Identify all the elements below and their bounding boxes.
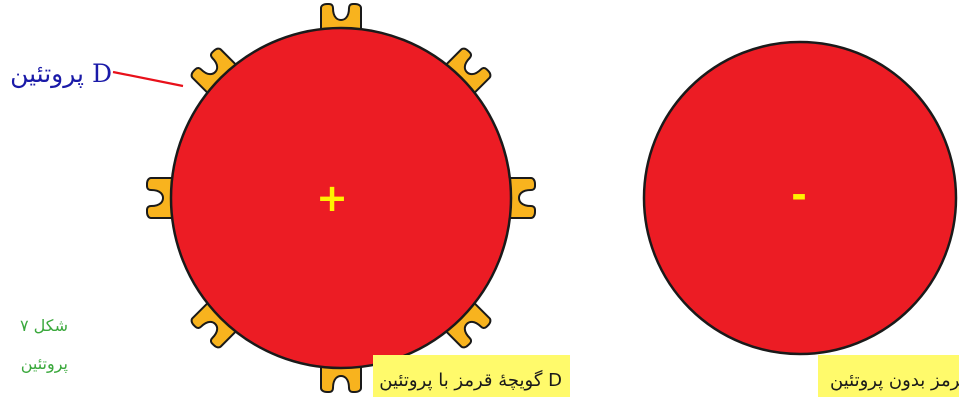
figure-number-caption: شکل ۷ (20, 316, 68, 335)
rh-negative-sign: - (791, 173, 807, 217)
rh-positive-sign: + (316, 176, 348, 220)
left-cell-caption: گویچهٔ قرمز با پروتئین D (379, 369, 562, 391)
protein-pointer-line (113, 72, 183, 86)
protein-d-label: پروتئین D (10, 59, 112, 89)
right-cell-caption: گویچهٔ قرمز بدون پروتئین D (830, 369, 959, 391)
figure-caption-fragment: پروتئین (21, 354, 68, 374)
